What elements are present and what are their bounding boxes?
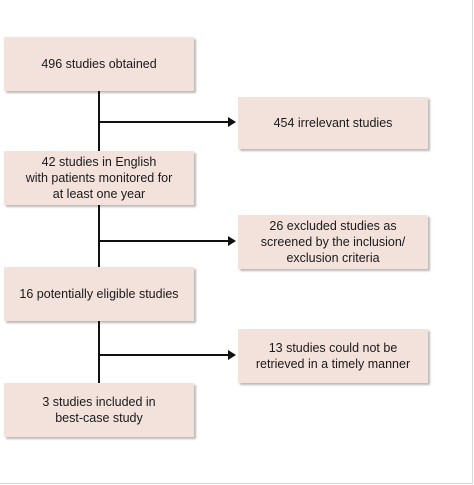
box-potentially-eligible: 16 potentially eligible studies — [4, 267, 194, 321]
box-excluded-criteria: 26 excluded studies as screened by the i… — [238, 215, 428, 269]
box-english-studies: 42 studies in English with patients moni… — [4, 151, 194, 205]
arrow-head-icon — [228, 117, 236, 127]
connector-horizontal-1 — [98, 121, 228, 123]
connector-vertical-3 — [98, 321, 100, 383]
arrow-head-icon — [228, 350, 236, 360]
box-studies-obtained: 496 studies obtained — [4, 37, 194, 91]
connector-horizontal-3 — [98, 354, 228, 356]
connector-horizontal-2 — [98, 240, 228, 242]
box-irrelevant-studies: 454 irrelevant studies — [238, 97, 428, 149]
box-included-studies: 3 studies included in best-case study — [4, 383, 194, 437]
connector-vertical-2 — [98, 205, 100, 267]
arrow-head-icon — [228, 236, 236, 246]
box-not-retrieved: 13 studies could not be retrieved in a t… — [238, 329, 428, 383]
